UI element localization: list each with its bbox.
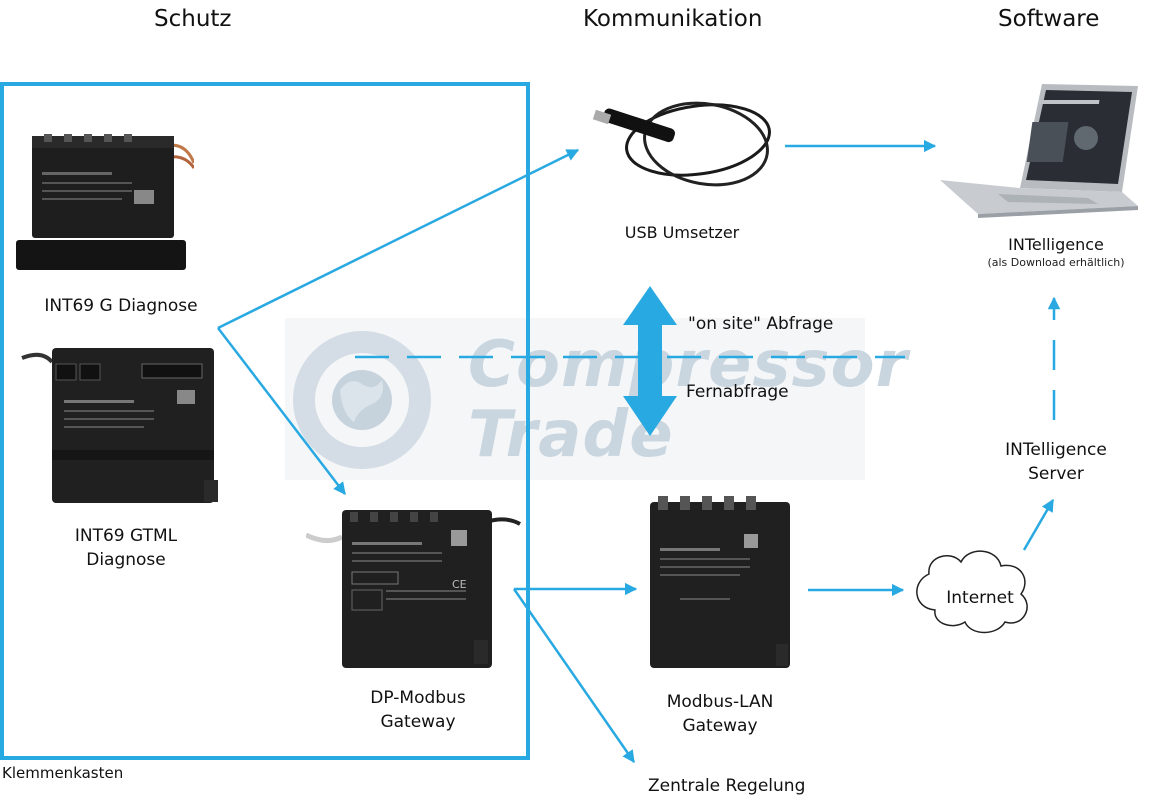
arrow-dp-to-central [512,588,636,764]
dp-modbus-label-1: DP-Modbus [370,688,466,708]
int69g-device-image [14,128,196,288]
modbus-lan-device-image [640,494,800,676]
terminal-box-frame [0,82,530,760]
arrow-to-usb [217,148,580,330]
internet-label: Internet [946,588,1014,608]
int69gtml-label-2: Diagnose [86,550,166,570]
arrow-internet-to-server [1022,498,1055,551]
central-control-label: Zentrale Regelung [648,776,806,796]
column-title-communication: Kommunikation [583,6,763,32]
double-arrow [623,286,677,436]
arrow-to-dp-gateway [217,327,346,495]
internet-cloud [916,550,1028,634]
intelligence-label: INTelligence [1008,235,1104,254]
download-note: (als Download erhältlich) [987,256,1125,269]
usb-label: USB Umsetzer [624,223,740,242]
column-title-protection: Schutz [154,6,232,32]
globe-icon [293,331,431,469]
server-label-2: Server [1028,464,1084,484]
svg-text:CE: CE [452,578,467,591]
remote-query-label: Fernabfrage [686,382,789,402]
int69g-label: INT69 G Diagnose [44,296,198,316]
column-title-software: Software [998,6,1100,32]
usb-adapter-image [590,84,780,204]
dp-modbus-label-2: Gateway [380,712,456,732]
dp-modbus-device-image: CE [304,500,532,672]
int69gtml-device-image [12,340,232,510]
terminal-box-label: Klemmenkasten [2,764,124,782]
onsite-query-label: "on site" Abfrage [688,314,834,334]
watermark-text-1: Compressor [468,328,909,402]
modbus-lan-label-2: Gateway [682,716,758,736]
laptop-image [938,82,1148,220]
server-label-1: INTelligence [1005,440,1107,460]
int69gtml-label-1: INT69 GTML [74,526,178,546]
modbus-lan-label-1: Modbus-LAN [666,692,774,712]
